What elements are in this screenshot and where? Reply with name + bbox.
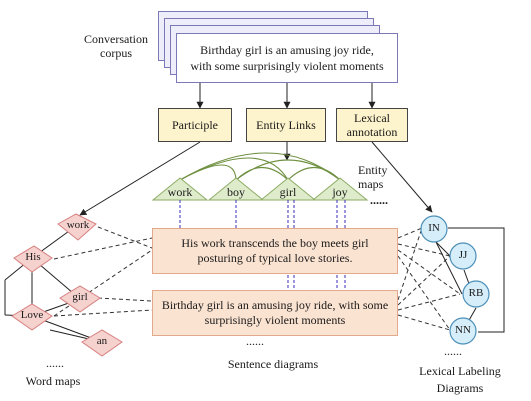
sentence-1-line1: His work transcends the boy meets girl bbox=[181, 236, 369, 250]
sentence-box-2: Birthday girl is an amusing joy ride, wi… bbox=[152, 290, 398, 336]
entity-work: work bbox=[167, 185, 193, 199]
word-map-ellipsis: ...... bbox=[46, 356, 64, 370]
participle-box: Participle bbox=[158, 108, 232, 142]
entity-links-label: Entity Links bbox=[256, 117, 316, 132]
lexical-ellipsis: ...... bbox=[444, 344, 462, 358]
entity-links-box: Entity Links bbox=[246, 108, 326, 142]
lexical-tag-in: IN bbox=[428, 222, 440, 234]
corpus-sentence-line1: Birthday girl is an amusing joy ride, bbox=[200, 43, 374, 57]
entity-maps-line1: Entity bbox=[358, 163, 388, 177]
word-map-diamonds bbox=[11, 213, 123, 357]
lexical-annotation-box: Lexical annotation bbox=[336, 108, 408, 142]
corpus-label-line1: Conversation bbox=[84, 32, 148, 46]
lexical-dashes bbox=[397, 227, 461, 331]
sentence-2-line1: Birthday girl is an amusing joy ride, wi… bbox=[161, 298, 389, 312]
corpus-card-front: Birthday girl is an amusing joy ride, wi… bbox=[176, 33, 398, 83]
lexical-caption: Lexical Labeling Diagrams bbox=[410, 364, 510, 395]
word-map-work: work bbox=[66, 219, 90, 231]
entity-arcs bbox=[179, 152, 341, 181]
sentence-box-1: His work transcends the boy meets girl p… bbox=[152, 228, 398, 274]
word-map-love: Love bbox=[20, 309, 44, 321]
entity-maps-label: Entity maps bbox=[358, 163, 402, 191]
sentence-diagrams-caption: Sentence diagrams bbox=[227, 357, 319, 371]
entity-joy: joy bbox=[332, 185, 348, 199]
corpus-label-line2: corpus bbox=[100, 46, 132, 60]
entity-maps-ellipsis: ...... bbox=[370, 193, 388, 207]
lexical-tag-nn: NN bbox=[455, 324, 471, 336]
word-map-dashes bbox=[53, 226, 153, 317]
participle-label: Participle bbox=[172, 117, 218, 132]
entity-maps-line2: maps bbox=[358, 177, 384, 191]
arrow-lexical-circle bbox=[371, 141, 433, 213]
lexical-tag-rb: RB bbox=[468, 287, 484, 299]
lexical-annotation-line2: annotation bbox=[346, 125, 398, 139]
lexical-caption-line2: Diagrams bbox=[436, 381, 484, 395]
lexical-circles bbox=[420, 215, 490, 345]
entity-boy: boy bbox=[227, 185, 245, 199]
word-map-his: His bbox=[25, 251, 41, 263]
arrow-participle-word-map bbox=[79, 141, 201, 216]
corpus-label: Conversation corpus bbox=[76, 32, 156, 60]
word-map-girl: girl bbox=[72, 291, 88, 303]
word-map-edges bbox=[4, 225, 103, 343]
sentence-2-line2: surprisingly violent moments bbox=[204, 313, 346, 327]
entity-girl: girl bbox=[279, 185, 297, 199]
word-map-an: an bbox=[96, 335, 108, 347]
lexical-annotation-line1: Lexical bbox=[354, 111, 390, 125]
lexical-tag-jj: JJ bbox=[458, 249, 468, 261]
lexical-caption-line1: Lexical Labeling bbox=[419, 364, 501, 378]
lexical-edges bbox=[435, 227, 505, 333]
corpus-sentence-line2: with some surprisingly violent moments bbox=[190, 59, 384, 73]
sentence-ellipsis: ...... bbox=[246, 334, 264, 348]
word-maps-caption: Word maps bbox=[25, 374, 81, 388]
sentence-1-line2: posturing of typical love stories. bbox=[197, 251, 353, 265]
